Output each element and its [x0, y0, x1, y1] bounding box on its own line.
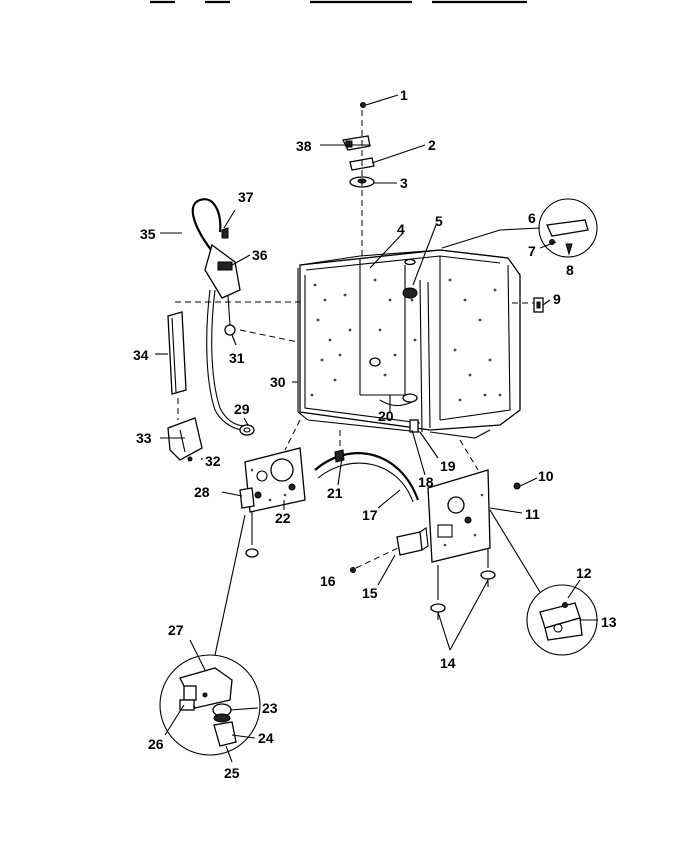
screw-28	[239, 487, 255, 509]
callout-37: 37	[238, 189, 254, 205]
callout-35: 35	[140, 226, 156, 242]
callout-36: 36	[252, 247, 268, 263]
callout-2: 2	[428, 137, 436, 153]
callout-28: 28	[194, 484, 210, 500]
callout-20: 20	[378, 408, 394, 424]
callout-9: 9	[553, 291, 561, 307]
callout-29: 29	[234, 401, 250, 417]
callout-32: 32	[205, 453, 221, 469]
callout-11: 11	[525, 506, 540, 522]
callout-8: 8	[566, 262, 574, 278]
callout-33: 33	[136, 430, 152, 446]
callout-19: 19	[440, 458, 456, 474]
callout-labels: 1 2 3 4 5 6 7 8 9 10 11 12 13 14 15 16 1…	[133, 87, 617, 781]
callout-15: 15	[362, 585, 378, 601]
callout-17: 17	[362, 507, 378, 523]
screw-16	[350, 567, 356, 573]
callout-22: 22	[275, 510, 291, 526]
block-15	[396, 527, 429, 556]
callout-21: 21	[327, 485, 343, 501]
callout-3: 3	[400, 175, 408, 191]
panel-34	[167, 311, 187, 395]
callout-12: 12	[576, 565, 592, 581]
callout-26: 26	[148, 736, 164, 752]
screw-bottom-22	[245, 512, 259, 558]
callout-7: 7	[528, 243, 536, 259]
callout-25: 25	[224, 765, 240, 781]
part-33	[167, 417, 203, 462]
inlet-valve-36	[204, 243, 241, 336]
screw-10	[513, 482, 521, 490]
leveling-legs-14	[430, 548, 496, 620]
callout-31: 31	[229, 350, 245, 366]
tub-assembly	[297, 249, 521, 439]
callout-10: 10	[538, 468, 554, 484]
callout-6: 6	[528, 210, 536, 226]
clip-9	[533, 297, 544, 313]
pump-bracket-22	[244, 447, 306, 513]
detail-circle-12-13	[526, 584, 598, 656]
callout-18: 18	[418, 474, 434, 490]
callout-1: 1	[400, 87, 408, 103]
callout-16: 16	[320, 573, 336, 589]
clip-37	[221, 227, 229, 239]
control-panel-11	[427, 469, 491, 563]
callout-34: 34	[133, 347, 149, 363]
callout-30: 30	[270, 374, 286, 390]
callout-23: 23	[262, 700, 278, 716]
detail-circle-23-27	[159, 654, 261, 756]
detail-circle-6	[538, 198, 598, 258]
callout-13: 13	[601, 614, 617, 630]
callout-4: 4	[397, 221, 405, 237]
clip-21	[334, 449, 345, 463]
callout-38: 38	[296, 138, 312, 154]
leader-lines	[155, 94, 598, 763]
clamp-29	[239, 424, 255, 436]
screw-1	[360, 102, 366, 108]
callout-14: 14	[440, 655, 456, 671]
fill-hose-35	[191, 198, 245, 431]
callout-27: 27	[168, 622, 184, 638]
callout-5: 5	[435, 213, 443, 229]
callout-24: 24	[258, 730, 274, 746]
drain-hose-17	[314, 452, 420, 503]
hinge-bracket-38	[342, 135, 371, 151]
